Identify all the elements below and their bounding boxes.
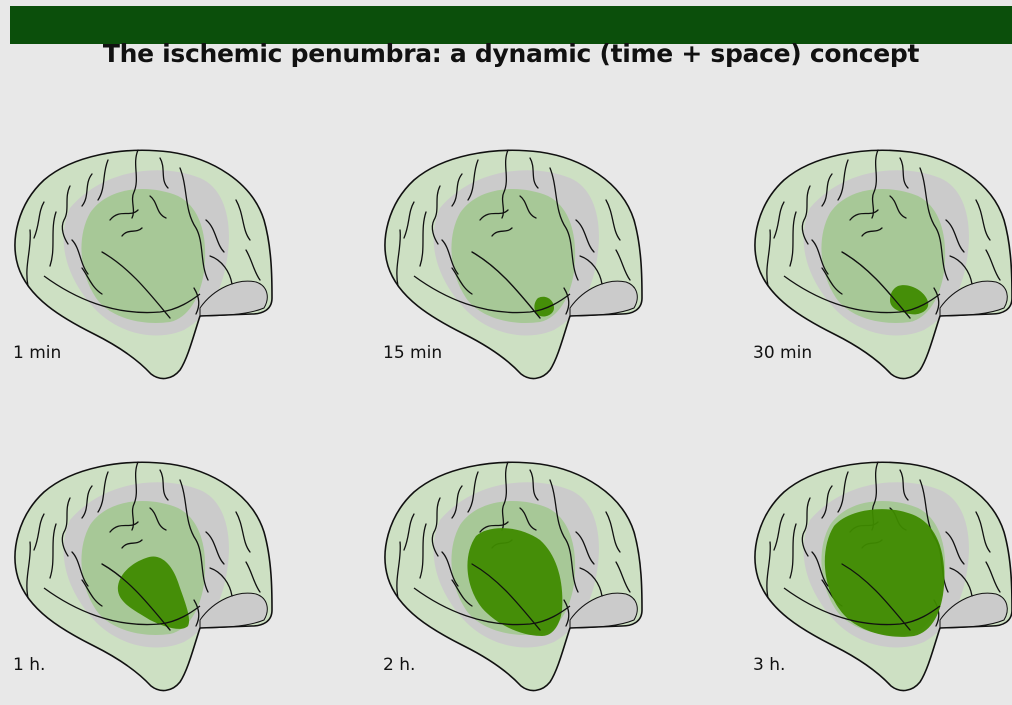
time-label: 1 min bbox=[13, 343, 61, 363]
time-label: 1 h. bbox=[13, 655, 45, 675]
brain-diagram bbox=[750, 460, 1012, 695]
brain-panel-2-h: 2 h. bbox=[380, 460, 645, 695]
time-label: 3 h. bbox=[753, 655, 785, 675]
brain-panel-1-h: 1 h. bbox=[10, 460, 275, 695]
slide-title: The ischemic penumbra: a dynamic (time +… bbox=[10, 39, 1012, 68]
brain-panel-30-min: 30 min bbox=[750, 148, 1012, 383]
brain-panel-3-h: 3 h. bbox=[750, 460, 1012, 695]
brain-panel-1-min: 1 min bbox=[10, 148, 275, 383]
time-label: 15 min bbox=[383, 343, 442, 363]
time-label: 2 h. bbox=[383, 655, 415, 675]
time-label: 30 min bbox=[753, 343, 812, 363]
brain-diagram bbox=[10, 460, 275, 695]
brain-diagram bbox=[380, 460, 645, 695]
brain-panel-15-min: 15 min bbox=[380, 148, 645, 383]
